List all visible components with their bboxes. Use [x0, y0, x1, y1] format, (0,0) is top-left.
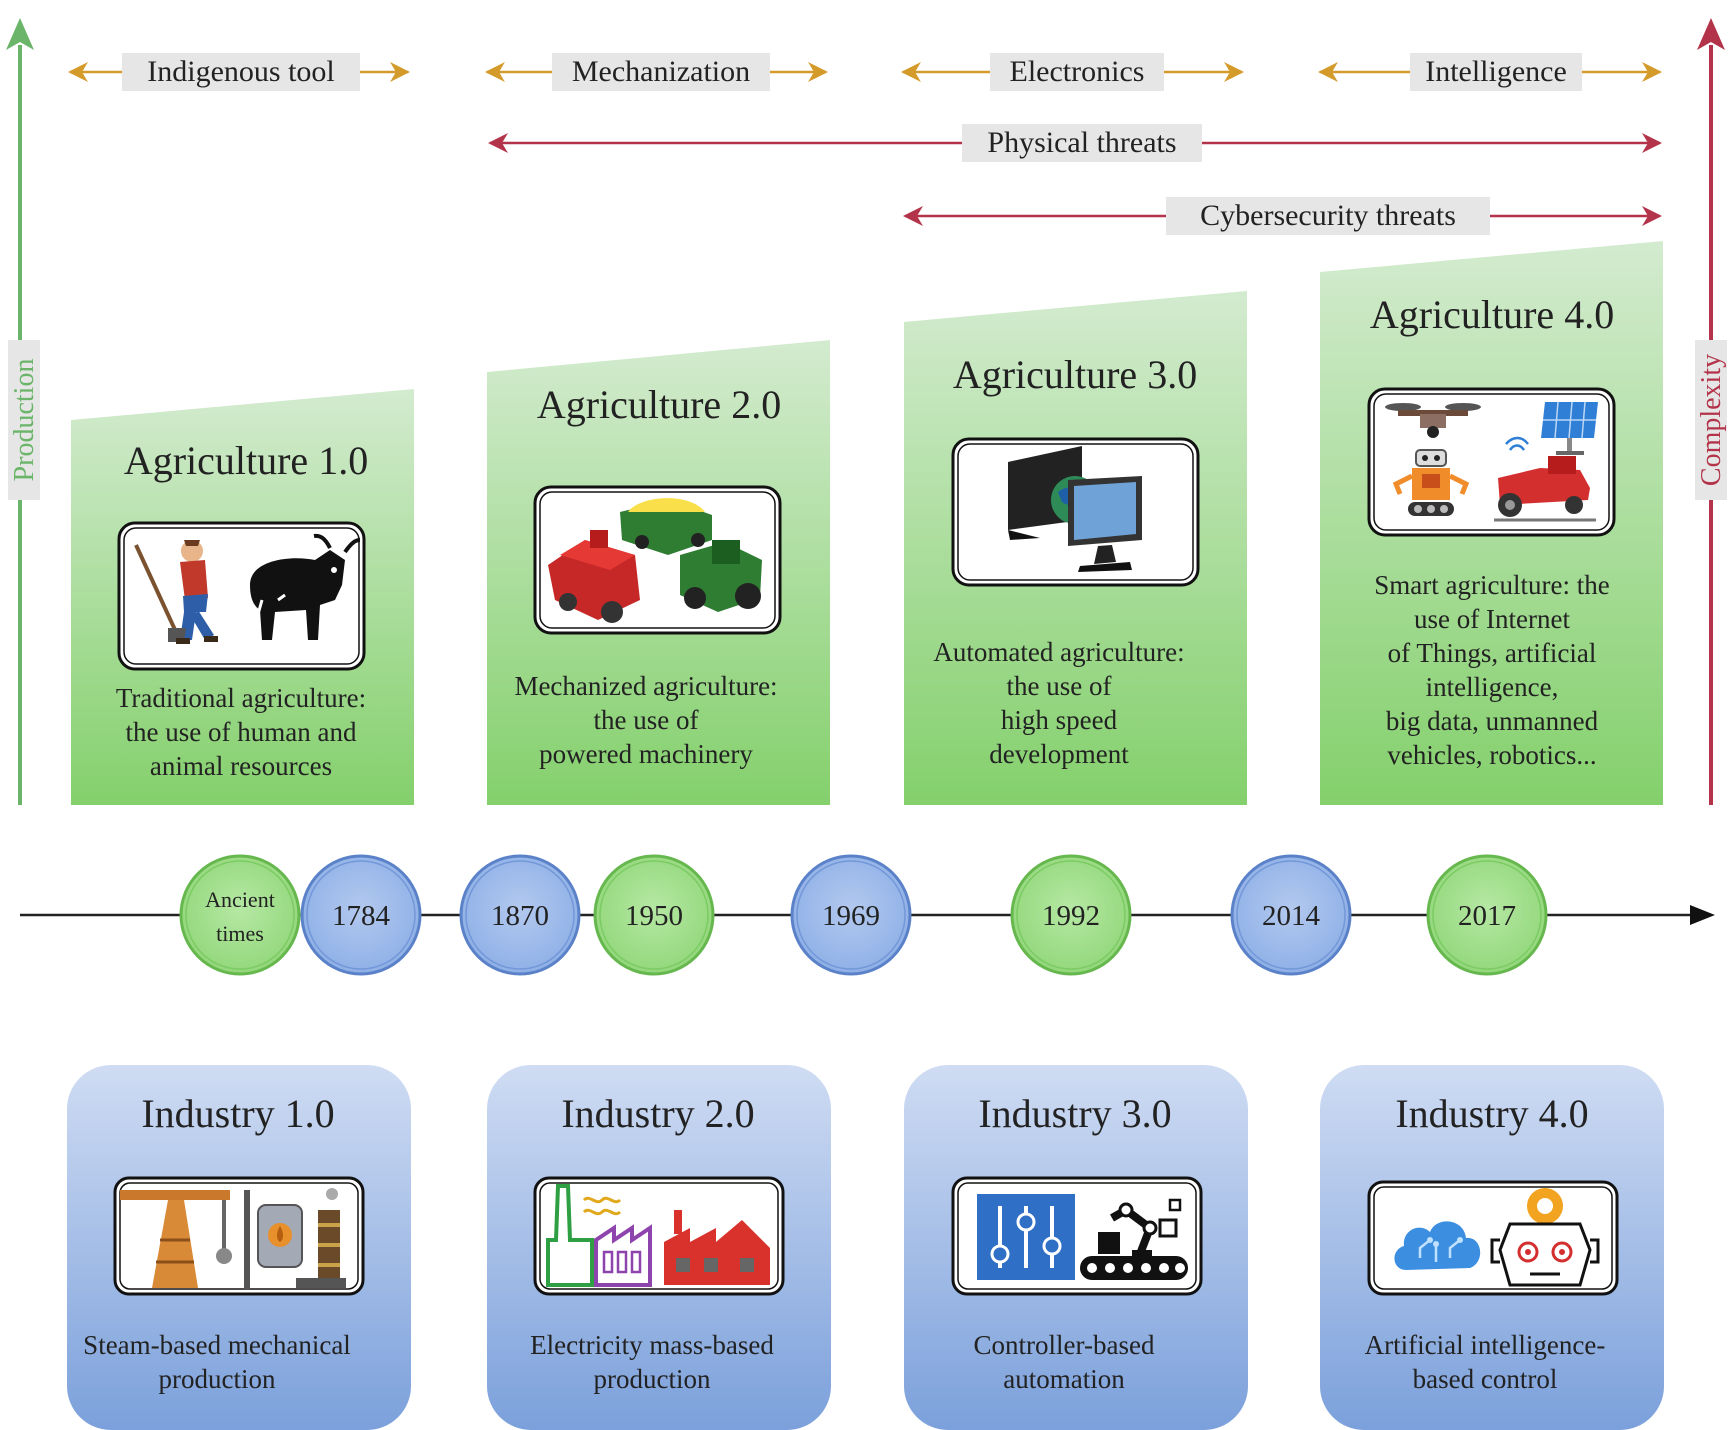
drone-icon [1385, 403, 1481, 438]
timeline-node-label: 1969 [822, 900, 880, 932]
smart-tractor-icon [1494, 436, 1596, 522]
timeline-arrowhead-icon [1690, 905, 1715, 925]
agriculture-1-icon-frame [117, 521, 366, 671]
timeline-node-label: 1784 [332, 900, 391, 932]
industry-3-title: Industry 3.0 [978, 1091, 1171, 1136]
complexity-axis: Complexity [1695, 18, 1727, 805]
timeline-node-ring [185, 860, 295, 970]
timeline-node-label: 1992 [1042, 900, 1100, 932]
timeline-nodes: Ancient times 1784 1870 1950 1969 1992 2014 2017 [179, 854, 1548, 976]
industry-1-icon-frame [113, 1176, 365, 1296]
industry-1-title: Industry 1.0 [141, 1091, 334, 1136]
production-axis-label: Production [9, 359, 40, 482]
timeline-node: 1992 [1010, 854, 1132, 976]
ox-icon [250, 533, 361, 640]
timeline-node-ring [1432, 860, 1542, 970]
timeline-node-ring [306, 860, 416, 970]
timeline-node-label: 2014 [1262, 900, 1321, 932]
timeline-node-label: 1870 [491, 900, 549, 932]
robot-icon [1392, 449, 1470, 516]
industry-4-description: Artificial intelligence- based control [1364, 1330, 1606, 1394]
harvester-icon [548, 530, 640, 623]
agriculture-4-title: Agriculture 4.0 [1370, 292, 1614, 337]
farmer-shoveling-icon [134, 540, 218, 644]
agriculture-4-description: Smart agriculture: the use of Internet o… [1374, 570, 1610, 770]
industry-2-icon-frame [533, 1176, 785, 1296]
agriculture-3-description: Automated agriculture: the use of high s… [933, 637, 1185, 769]
timeline-node-label: 1950 [625, 900, 683, 932]
timeline-node-ring [1016, 860, 1126, 970]
computer-monitors-globe-icon [1008, 446, 1142, 572]
timeline-node: 1950 [593, 854, 715, 976]
ai-robot-head-icon [1490, 1188, 1600, 1287]
timeline-node: 2017 [1426, 854, 1548, 976]
timeline-node: 1784 [300, 854, 422, 976]
industry-4-title: Industry 4.0 [1395, 1091, 1588, 1136]
control-sliders-icon [977, 1194, 1075, 1280]
agriculture-1-title: Agriculture 1.0 [124, 438, 368, 483]
timeline-node-ring [1236, 860, 1346, 970]
timeline-node-circle [1230, 854, 1352, 976]
timeline-node-circle [179, 854, 301, 976]
complexity-axis-label: Complexity [1696, 354, 1727, 486]
solar-panel-icon [1541, 401, 1598, 455]
agriculture-3-title: Agriculture 3.0 [953, 352, 1197, 397]
timeline-node: 1969 [790, 854, 912, 976]
timeline-node-circle [593, 854, 715, 976]
agriculture-2-icon-frame [533, 485, 782, 635]
production-arrowhead-icon [6, 18, 34, 50]
industry-3-icon-frame [951, 1176, 1203, 1296]
threat-label-cybersecurity: Cybersecurity threats [1166, 197, 1490, 235]
timeline-node-circle [459, 854, 581, 976]
industry-4-icon-frame [1367, 1180, 1619, 1296]
tractor-with-trailer-icon [620, 498, 762, 612]
industry-1-description: Steam-based mechanical production [83, 1330, 351, 1394]
industry-2-title: Industry 2.0 [561, 1091, 754, 1136]
timeline-node-label: times [216, 921, 264, 946]
agriculture-2-description: Mechanized agriculture: the use of power… [514, 671, 778, 769]
timeline-node-ring [599, 860, 709, 970]
era-label-intelligence: Intelligence [1410, 53, 1582, 91]
timeline-node-ring [796, 860, 906, 970]
timeline-node: Ancient times [179, 854, 301, 976]
timeline-node-circle [1426, 854, 1548, 976]
robot-arm-conveyor-icon [1080, 1198, 1188, 1280]
factories-icon [546, 1184, 770, 1287]
threat-label-physical: Physical threats [962, 124, 1202, 162]
agriculture-1-description: Traditional agriculture: the use of huma… [115, 683, 367, 781]
era-label-mechanization: Mechanization [552, 53, 770, 91]
era-label-indigenous-tool: Indigenous tool [122, 53, 360, 91]
agriculture-4-icon-frame [1367, 387, 1616, 537]
timeline-node-circle [790, 854, 912, 976]
production-axis: Production [6, 18, 40, 805]
timeline-node-circle [1010, 854, 1132, 976]
timeline-node-circle [300, 854, 422, 976]
industry-3-description: Controller-based automation [973, 1330, 1155, 1394]
agriculture-2-title: Agriculture 2.0 [537, 382, 781, 427]
timeline-node-label: Ancient [205, 887, 275, 912]
agriculture-3-icon-frame [951, 437, 1200, 587]
timeline-node: 2014 [1230, 854, 1352, 976]
timeline-node: 1870 [459, 854, 581, 976]
cloud-circuit-icon [1394, 1221, 1481, 1270]
era-label-electronics: Electronics [990, 53, 1164, 91]
industry-2-description: Electricity mass-based production [530, 1330, 774, 1394]
timeline-node-label: 2017 [1458, 900, 1516, 932]
complexity-arrowhead-icon [1697, 18, 1725, 50]
steam-engine-icon [120, 1188, 346, 1290]
timeline-node-ring [465, 860, 575, 970]
